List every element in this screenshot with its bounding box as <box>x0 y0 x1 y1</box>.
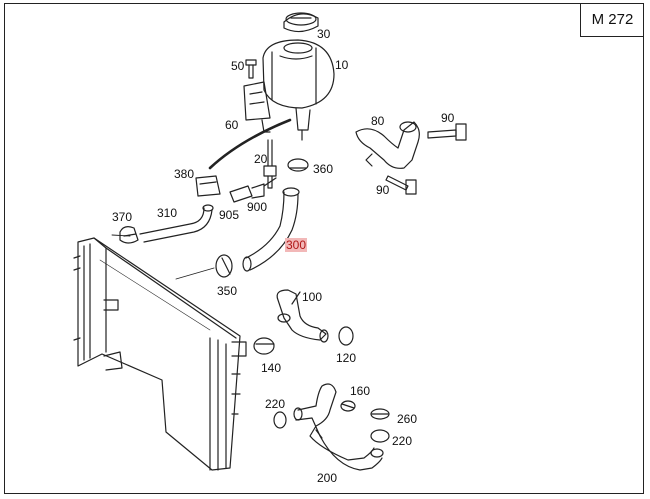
label-140: 140 <box>261 361 282 375</box>
label-900: 900 <box>247 200 268 214</box>
sensor-905-900 <box>229 177 277 203</box>
label-310: 310 <box>157 206 178 220</box>
oring-120 <box>338 326 354 346</box>
valve-20 <box>263 139 277 189</box>
label-220-right: 220 <box>392 434 413 448</box>
label-260: 260 <box>397 412 418 426</box>
leader-lines <box>111 234 215 280</box>
expansion-tank-10 <box>262 39 335 141</box>
hose-300 <box>242 187 300 272</box>
pipe-100 <box>276 289 329 343</box>
bracket-60 <box>243 81 271 133</box>
label-160: 160 <box>350 384 371 398</box>
label-90-top: 90 <box>441 111 455 125</box>
oring-220-left <box>273 411 287 429</box>
bolt-90-top <box>427 123 467 141</box>
bolt-90-bottom <box>385 175 417 195</box>
label-360: 360 <box>313 162 334 176</box>
label-90-bottom: 90 <box>376 183 390 197</box>
clamp-370 <box>119 226 139 244</box>
clamp-350 <box>215 254 233 278</box>
cap-30 <box>283 12 319 33</box>
label-10: 10 <box>335 58 349 72</box>
label-60: 60 <box>225 118 239 132</box>
label-380: 380 <box>174 167 195 181</box>
label-50: 50 <box>231 59 245 73</box>
label-300-highlighted[interactable]: 300 <box>285 238 308 252</box>
clamp-140 <box>253 337 275 355</box>
hose-310 <box>139 204 214 243</box>
label-905: 905 <box>219 208 240 222</box>
label-220-left: 220 <box>265 397 286 411</box>
label-200: 200 <box>317 471 338 485</box>
label-100: 100 <box>302 290 323 304</box>
clip-380 <box>195 175 221 197</box>
label-370: 370 <box>112 210 133 224</box>
flange-80 <box>355 121 420 169</box>
label-350: 350 <box>217 284 238 298</box>
bolt-50 <box>245 59 257 79</box>
oring-220-right <box>370 429 390 443</box>
model-code: M 272 <box>580 3 644 37</box>
label-120: 120 <box>336 351 357 365</box>
clamp-160 <box>340 400 356 412</box>
label-80: 80 <box>371 114 385 128</box>
radiator <box>73 237 247 471</box>
label-20: 20 <box>254 152 268 166</box>
clamp-360 <box>287 158 309 172</box>
label-30: 30 <box>317 27 331 41</box>
clamp-260 <box>370 408 390 420</box>
hose-200 <box>293 383 384 471</box>
overflow-hose <box>208 118 292 170</box>
diagram-frame <box>4 3 644 494</box>
